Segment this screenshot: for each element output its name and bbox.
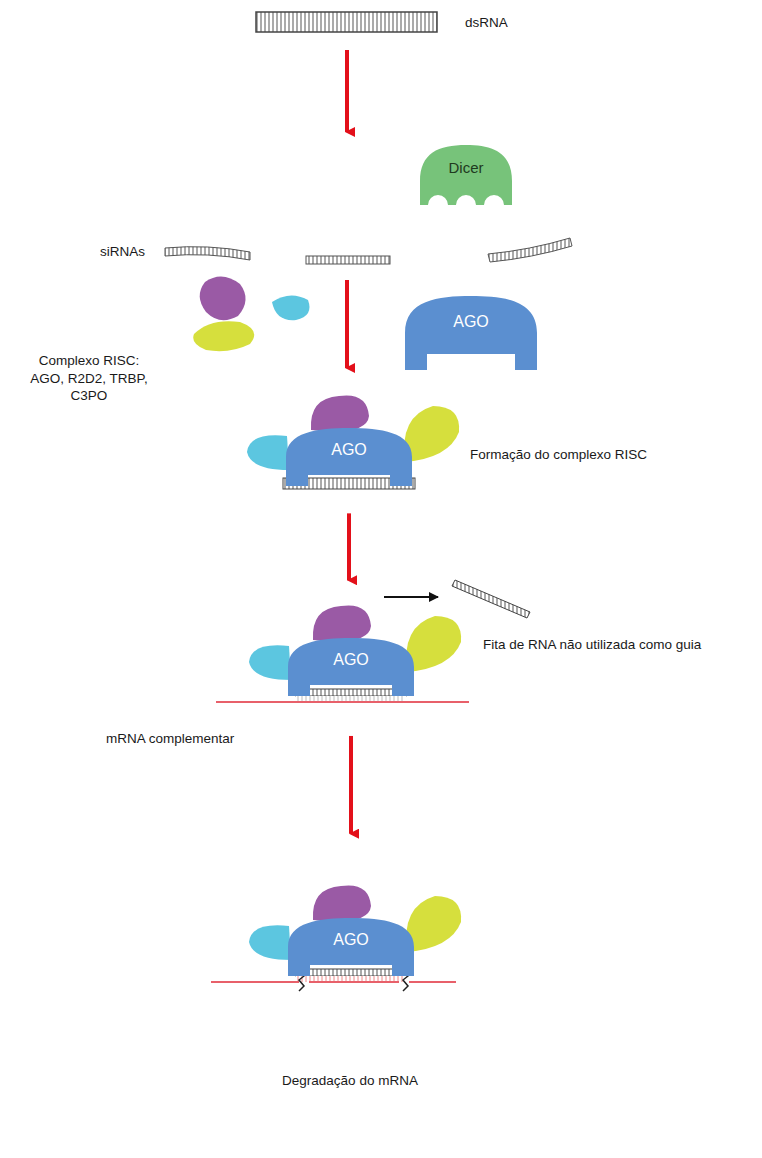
ago-protein: AGO	[405, 296, 537, 370]
mrna-fragment	[409, 981, 456, 983]
sirna-fragments	[165, 238, 572, 264]
node-label: AGO	[333, 931, 369, 949]
c3po-protein	[249, 645, 291, 680]
mrna-strand	[216, 701, 469, 703]
molecule-label: siRNAs	[100, 243, 145, 261]
c3po-protein	[247, 435, 289, 470]
process-arrow	[345, 50, 349, 132]
process-arrow	[345, 280, 349, 368]
node-label: AGO	[453, 313, 489, 331]
process-arrow	[347, 513, 351, 580]
node-label: AGO	[331, 441, 367, 459]
r2d2-protein	[313, 605, 371, 641]
molecule-label: dsRNA	[465, 14, 508, 32]
ago-protein: AGO	[286, 428, 412, 486]
node-label: Dicer	[448, 159, 483, 176]
base-pairs	[296, 976, 406, 982]
trbp-protein	[406, 616, 461, 672]
node-outline	[420, 145, 512, 211]
step-label: Fita de RNA não utilizada como guia	[483, 636, 701, 654]
ago-protein: AGO	[288, 638, 414, 696]
molecule-label: mRNA complementar	[106, 730, 234, 748]
r2d2-protein	[311, 395, 369, 431]
process-arrow	[349, 736, 353, 834]
guide-strand	[296, 689, 406, 696]
trbp-protein	[406, 896, 461, 952]
released-strand	[452, 580, 530, 618]
trbp-protein	[404, 406, 459, 462]
c3po-protein	[249, 925, 291, 960]
dsrna-duplex	[256, 12, 437, 32]
node-outline	[405, 296, 537, 370]
step-label: Degradação do mRNA	[0, 1072, 700, 1090]
guide-strand	[296, 969, 406, 976]
step-label: Formação do complexo RISC	[470, 446, 647, 464]
ago-protein: AGO	[288, 918, 414, 976]
mrna-fragment	[309, 981, 399, 983]
release-arrow	[384, 596, 438, 598]
r2d2-protein	[313, 885, 371, 921]
node-label: AGO	[333, 651, 369, 669]
mrna-fragment	[211, 981, 299, 983]
complex-label: Complexo RISC: AGO, R2D2, TRBP, C3PO	[28, 352, 150, 405]
risc-proteins	[193, 276, 309, 351]
dicer-enzyme: Dicer	[420, 145, 512, 211]
